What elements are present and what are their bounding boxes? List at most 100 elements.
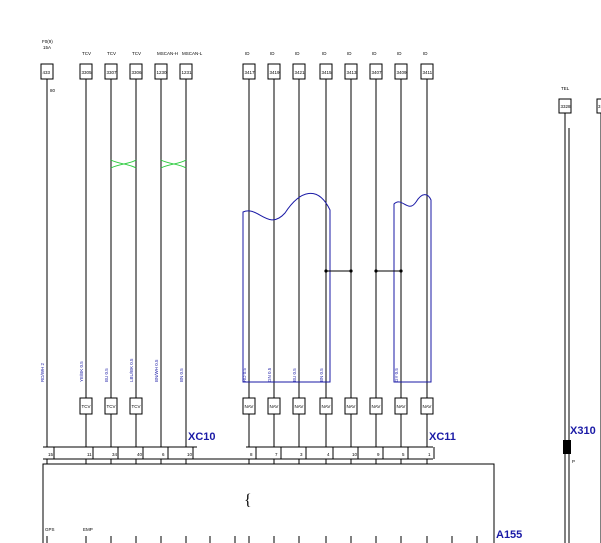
module-pin-emp: EMP xyxy=(83,527,93,532)
connector-label: NAV xyxy=(347,404,356,409)
splice-dot xyxy=(324,269,328,273)
wire-code: 3409 xyxy=(397,70,408,75)
wire-code: 3305 xyxy=(82,70,93,75)
pin-number: 7 xyxy=(275,452,278,457)
pin-number: 15 xyxy=(48,452,54,457)
splice-dot xyxy=(399,269,403,273)
shield-left xyxy=(242,192,331,383)
wire-spec-label: YE/BK 0.5 xyxy=(79,361,84,382)
wire-code: 1231 xyxy=(182,70,193,75)
connector-label: NAV xyxy=(270,404,279,409)
wire-header: ID xyxy=(245,51,250,56)
connector-label: TCV xyxy=(132,404,141,409)
pin-number: 1 xyxy=(428,452,431,457)
wire-header: ID xyxy=(295,51,300,56)
connector-label: NAV xyxy=(397,404,406,409)
wire-1231: MSCAN-L 1231 BN 0.5 10 xyxy=(179,51,203,464)
module-bottom-ticks xyxy=(46,536,478,543)
wire-header: ID xyxy=(397,51,402,56)
wire-spec-label: BN 0.5 xyxy=(319,368,324,382)
wire-code: 3421 xyxy=(295,70,306,75)
wire-code: 3417 xyxy=(245,70,256,75)
module-center-symbol: { xyxy=(244,492,252,509)
fuse-note: 80 xyxy=(50,88,56,93)
pin-number: 9 xyxy=(377,452,380,457)
wire-code: 1230 xyxy=(157,70,168,75)
wire-header: ID xyxy=(322,51,327,56)
twisted-pair-tcv xyxy=(110,159,137,169)
wire-spec-label: BU 0.5 xyxy=(104,368,109,382)
wire-header: TCV xyxy=(107,51,116,56)
pin-number: 11 xyxy=(87,452,92,457)
wire-header: TCV xyxy=(82,51,91,56)
wire-header: TCV xyxy=(132,51,141,56)
pin-number: 3 xyxy=(300,452,303,457)
wire-header: ID xyxy=(270,51,275,56)
wire-spec-label: BN/WH 0.5 xyxy=(154,359,159,382)
wire-code: 433 xyxy=(43,70,51,75)
wire-code: 3415 xyxy=(322,70,333,75)
connector-label: NAV xyxy=(372,404,381,409)
wire-spec-label: LBU/BK 0.5 xyxy=(129,358,134,382)
connector-label: NAV xyxy=(322,404,331,409)
wire-code: 3306 xyxy=(132,70,143,75)
splice-dot xyxy=(374,269,378,273)
connector-label: NAV xyxy=(245,404,254,409)
connector-xc10-label: XC10 xyxy=(188,431,216,443)
wire-header: ID xyxy=(372,51,377,56)
wire-header: ID xyxy=(347,51,352,56)
pin-number: 10 xyxy=(352,452,358,457)
wire-header: ID xyxy=(423,51,428,56)
pin-number: 10 xyxy=(187,452,193,457)
module-a155-label: A155 xyxy=(496,529,522,541)
connector-label: NAV xyxy=(423,404,432,409)
pin-number: 5 xyxy=(402,452,405,457)
connector-xc11-label: XC11 xyxy=(429,431,456,443)
fuse-rating: 15A xyxy=(43,45,51,50)
connector-label: TCV xyxy=(82,404,91,409)
module-a155-box xyxy=(42,463,495,543)
pin-number: 34 xyxy=(112,452,118,457)
twisted-pair-mscan xyxy=(160,159,187,169)
wire-code: 3419 xyxy=(270,70,281,75)
tel-code: 3328 xyxy=(561,104,572,109)
wire-code: 3407 xyxy=(372,70,383,75)
fuse-name: F0(9) xyxy=(42,39,53,44)
x310-block xyxy=(563,440,571,454)
x310-label: X310 xyxy=(570,425,596,437)
splice-dot xyxy=(349,269,353,273)
wire-spec-label: RD/WH 2 xyxy=(40,363,45,382)
wire-header: MSCAN-L xyxy=(182,51,203,56)
wire-spec-label: BN 0.5 xyxy=(179,368,184,382)
wire-spec-label: RD 0.5 xyxy=(242,367,247,382)
wire-spec-label: BU 0.5 xyxy=(292,368,297,382)
x310-pin: P xyxy=(572,459,575,464)
pin-number: 4 xyxy=(327,452,330,457)
pin-number: 8 xyxy=(250,452,253,457)
wire-code: 3411 xyxy=(423,70,433,75)
tel-second-code: 3 xyxy=(598,104,601,109)
pin-number: 6 xyxy=(162,452,165,457)
wire-spec-label: GY 0.5 xyxy=(394,368,399,382)
wire-code: 3307 xyxy=(107,70,118,75)
wire-spec-label: GN 0.5 xyxy=(267,367,272,382)
connector-label: NAV xyxy=(295,404,304,409)
connector-label: TCV xyxy=(107,404,116,409)
wire-header: MSCAN-H xyxy=(157,51,178,56)
tel-header: TEL xyxy=(561,86,570,91)
wire-code: 3413 xyxy=(347,70,358,75)
